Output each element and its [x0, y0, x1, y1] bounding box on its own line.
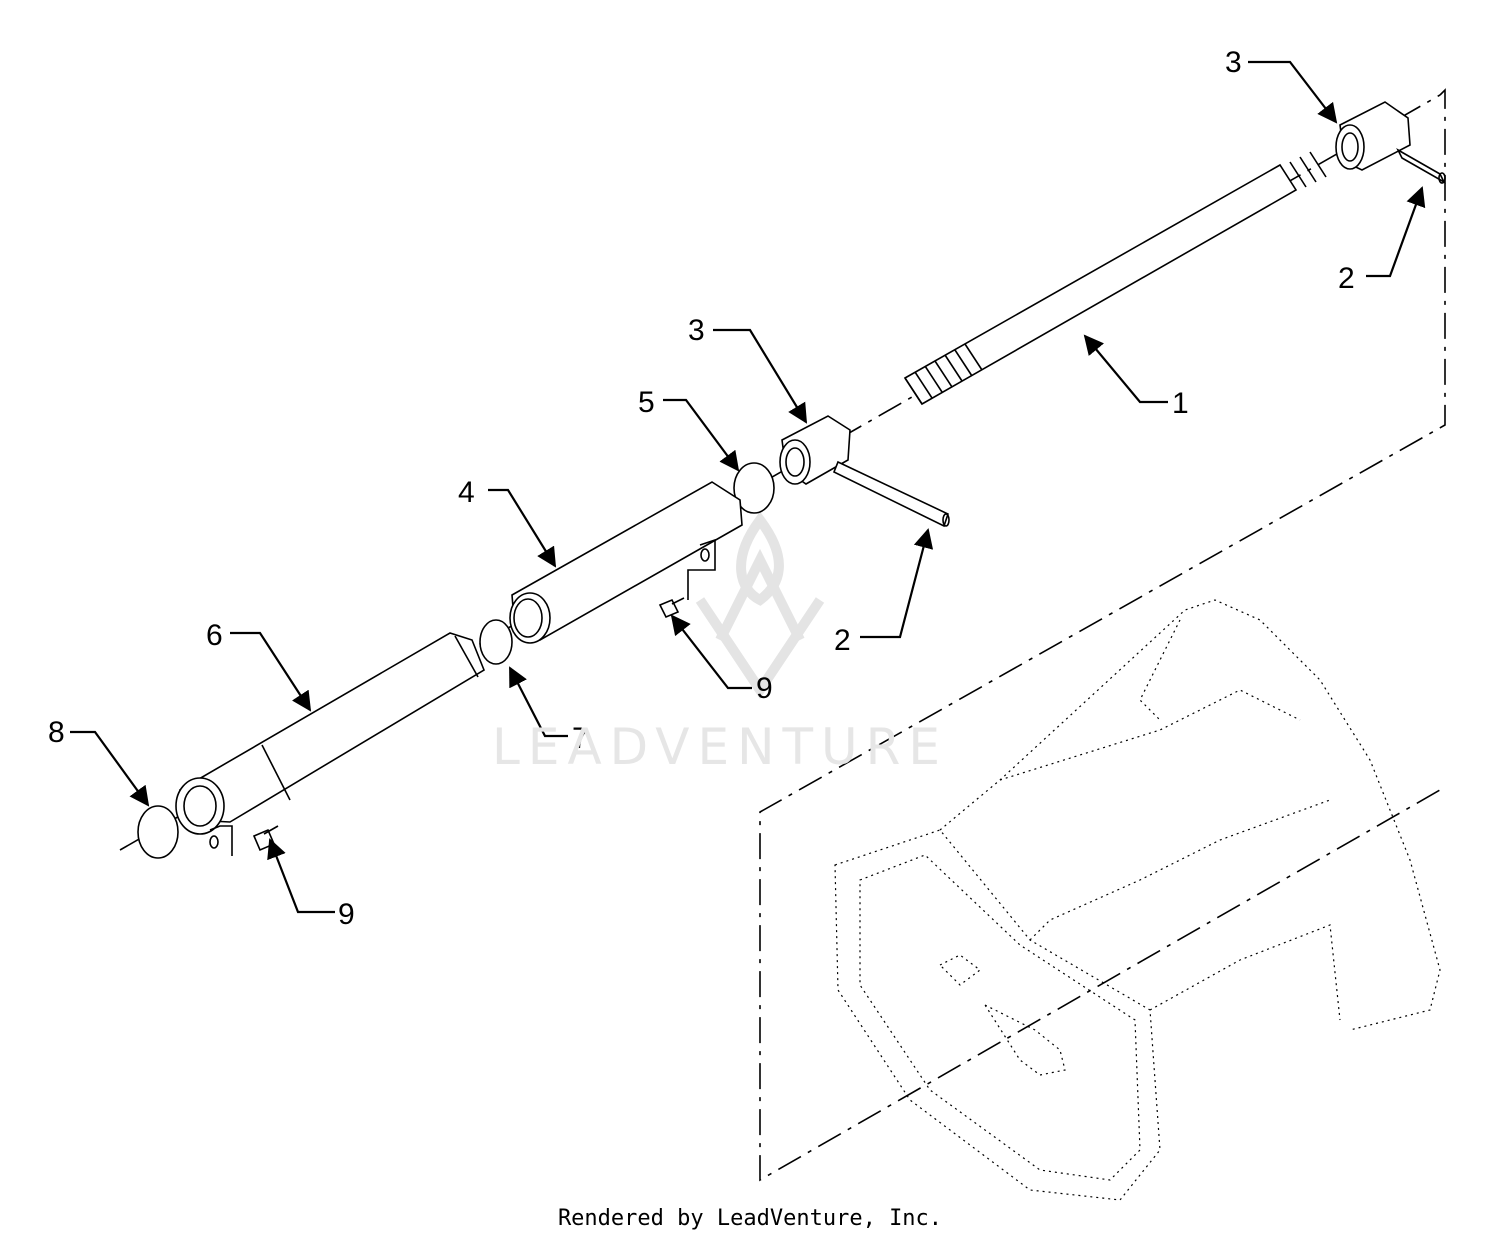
part-5-ring: [733, 462, 775, 514]
assembly-axis: [119, 88, 1446, 1182]
part-3-bearing-upper: [1335, 101, 1411, 171]
watermark-logo: [695, 511, 825, 700]
part-8-end-cap: [137, 805, 179, 859]
part-7-ring: [479, 619, 513, 665]
callout-2-middle: 2: [834, 624, 851, 657]
transmission-housing: [834, 599, 1441, 1201]
part-1-splined-shaft: [903, 151, 1327, 406]
callout-2-upper: 2: [1338, 262, 1355, 295]
callout-5: 5: [638, 386, 655, 419]
callout-4: 4: [458, 476, 475, 509]
callout-9-lower: 9: [338, 898, 355, 931]
part-3-bearing-middle: [779, 415, 851, 485]
footer-credit: Rendered by LeadVenture, Inc.: [557, 1206, 943, 1231]
callout-labels: 1 2 2 3 3 4 5 6 7 8 9 9: [48, 46, 1355, 931]
watermark-text: LEADVENTURE: [492, 718, 948, 776]
part-2-pin-upper: [1396, 147, 1446, 185]
callout-3-middle: 3: [688, 314, 705, 347]
callout-7: 7: [572, 722, 589, 755]
callout-8: 8: [48, 716, 65, 749]
part-9-bolt-lower: [252, 825, 279, 852]
callout-9-middle: 9: [756, 672, 773, 705]
part-2-pin-middle: [832, 460, 950, 528]
callout-1: 1: [1172, 387, 1189, 420]
callout-6: 6: [206, 619, 223, 652]
part-9-bolt-middle: [658, 597, 685, 619]
part-6-long-tube: [175, 632, 485, 856]
callout-3-upper: 3: [1225, 46, 1242, 79]
leader-lines: [70, 60, 1426, 914]
part-4-tube: [509, 481, 743, 644]
